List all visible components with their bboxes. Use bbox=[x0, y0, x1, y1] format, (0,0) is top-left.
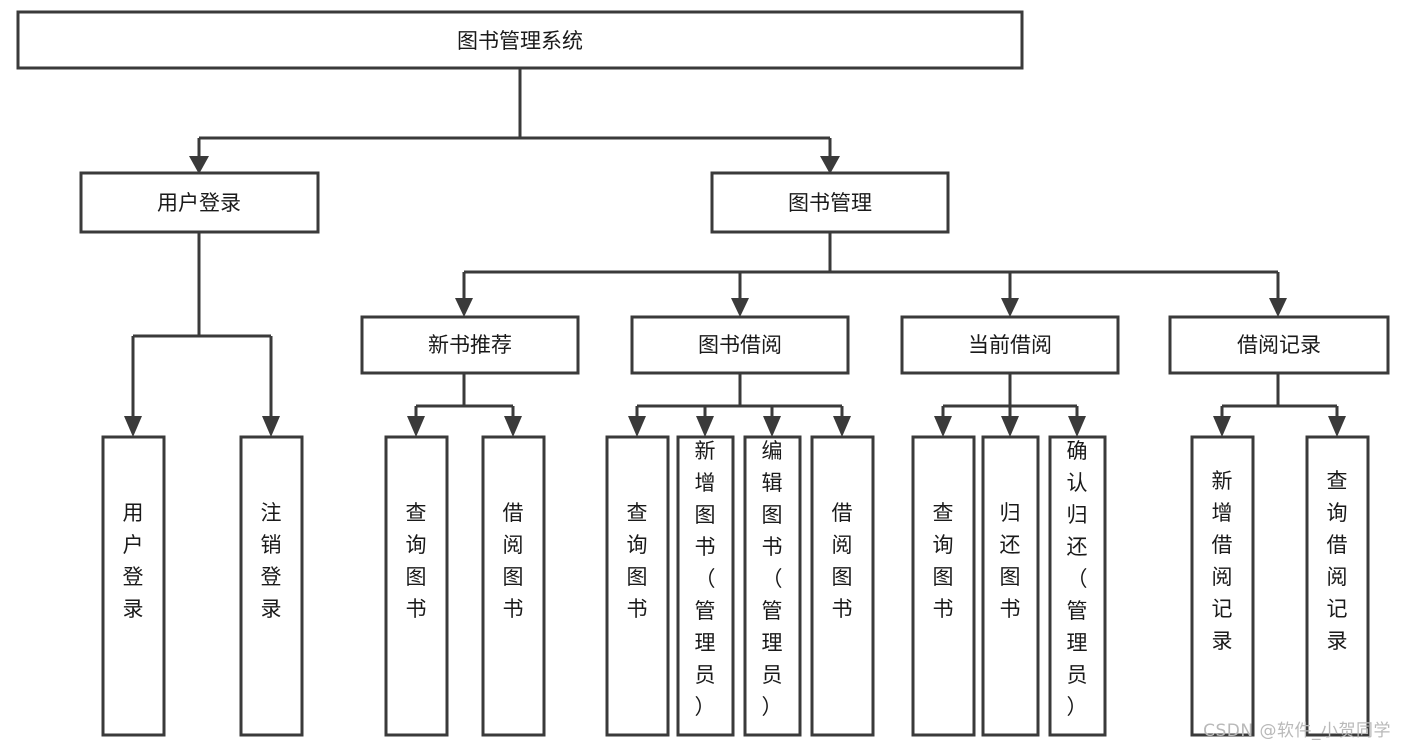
node-bookmgmt-box[interactable] bbox=[710, 171, 950, 234]
node-borrow[interactable]: 图书借阅 bbox=[630, 315, 850, 375]
node-leaf-1[interactable]: 用户登录 bbox=[101, 435, 166, 737]
arrowhead-borrow bbox=[731, 298, 749, 317]
arrowhead-leaf-13 bbox=[1328, 416, 1346, 437]
node-leaf-2-box[interactable] bbox=[239, 435, 304, 737]
node-leaf-9[interactable]: 查询图书 bbox=[911, 435, 976, 737]
node-leaf-3-label: 查询图书 bbox=[406, 501, 427, 621]
node-leaf-6[interactable]: 新增图书（管理员） bbox=[676, 435, 735, 737]
arrowhead-record bbox=[1269, 298, 1287, 317]
node-leaf-7-label: 编辑图书（管理员） bbox=[762, 439, 783, 719]
node-leaf-7-box[interactable] bbox=[743, 435, 802, 737]
arrowhead-login bbox=[189, 156, 209, 174]
node-leaf-4-box[interactable] bbox=[481, 435, 546, 737]
node-leaf-13-box[interactable] bbox=[1305, 435, 1370, 737]
arrowhead-leaf-3 bbox=[407, 416, 425, 437]
node-leaf-13-label: 查询借阅记录 bbox=[1327, 469, 1348, 653]
node-leaf-11-label: 确认归还（管理员） bbox=[1067, 439, 1088, 719]
node-login-box[interactable] bbox=[79, 171, 320, 234]
node-root[interactable]: 图书管理系统 bbox=[16, 10, 1024, 70]
arrowhead-leaf-1 bbox=[124, 416, 142, 437]
node-root-label: 图书管理系统 bbox=[457, 29, 583, 53]
arrowhead-leaf-10 bbox=[1001, 416, 1019, 437]
arrowhead-current bbox=[1001, 298, 1019, 317]
node-leaf-4-label: 借阅图书 bbox=[503, 501, 524, 621]
node-leaf-2[interactable]: 注销登录 bbox=[239, 435, 304, 737]
node-current-label: 当前借阅 bbox=[968, 333, 1052, 357]
node-leaf-8[interactable]: 借阅图书 bbox=[810, 435, 875, 737]
node-leaf-1-box[interactable] bbox=[101, 435, 166, 737]
node-newbook-box[interactable] bbox=[360, 315, 580, 375]
node-leaf-11-box[interactable] bbox=[1048, 435, 1107, 737]
node-leaf-4[interactable]: 借阅图书 bbox=[481, 435, 546, 737]
node-leaf-10[interactable]: 归还图书 bbox=[981, 435, 1040, 737]
node-leaf-5-label: 查询图书 bbox=[627, 501, 648, 621]
node-leaf-12-box[interactable] bbox=[1190, 435, 1255, 737]
arrowhead-leaf-4 bbox=[504, 416, 522, 437]
arrowhead-leaf-9 bbox=[934, 416, 952, 437]
arrowhead-leaf-2 bbox=[262, 416, 280, 437]
arrowhead-leaf-6 bbox=[696, 416, 714, 437]
node-record-box[interactable] bbox=[1168, 315, 1390, 375]
arrowhead-leaf-11 bbox=[1068, 416, 1086, 437]
node-borrow-label: 图书借阅 bbox=[698, 333, 782, 357]
node-leaf-9-label: 查询图书 bbox=[933, 501, 954, 621]
arrowhead-bookmgmt bbox=[820, 156, 840, 174]
node-login-label: 用户登录 bbox=[157, 191, 241, 215]
connector-layer bbox=[124, 68, 1346, 437]
node-bookmgmt[interactable]: 图书管理 bbox=[710, 171, 950, 234]
node-login[interactable]: 用户登录 bbox=[79, 171, 320, 234]
node-leaf-8-label: 借阅图书 bbox=[832, 501, 853, 621]
node-leaf-3-box[interactable] bbox=[384, 435, 449, 737]
node-leaf-2-label: 注销登录 bbox=[261, 501, 282, 621]
node-leaf-11[interactable]: 确认归还（管理员） bbox=[1048, 435, 1107, 737]
node-leaf-12[interactable]: 新增借阅记录 bbox=[1190, 435, 1255, 737]
node-newbook-label: 新书推荐 bbox=[428, 333, 512, 357]
node-leaf-10-label: 归还图书 bbox=[1000, 501, 1021, 621]
node-leaf-3[interactable]: 查询图书 bbox=[384, 435, 449, 737]
node-borrow-box[interactable] bbox=[630, 315, 850, 375]
node-record[interactable]: 借阅记录 bbox=[1168, 315, 1390, 375]
arrowhead-leaf-8 bbox=[833, 416, 851, 437]
node-leaf-9-box[interactable] bbox=[911, 435, 976, 737]
node-leaf-5[interactable]: 查询图书 bbox=[605, 435, 670, 737]
arrowhead-leaf-7 bbox=[763, 416, 781, 437]
node-leaf-13[interactable]: 查询借阅记录 bbox=[1305, 435, 1370, 737]
node-bookmgmt-label: 图书管理 bbox=[788, 191, 872, 215]
node-leaf-1-label: 用户登录 bbox=[123, 501, 144, 621]
node-root-box[interactable] bbox=[16, 10, 1024, 70]
node-leaf-8-box[interactable] bbox=[810, 435, 875, 737]
arrowhead-leaf-12 bbox=[1213, 416, 1231, 437]
node-newbook[interactable]: 新书推荐 bbox=[360, 315, 580, 375]
node-leaf-6-label: 新增图书（管理员） bbox=[695, 439, 716, 719]
node-record-label: 借阅记录 bbox=[1237, 333, 1321, 357]
node-current[interactable]: 当前借阅 bbox=[900, 315, 1120, 375]
node-current-box[interactable] bbox=[900, 315, 1120, 375]
node-leaf-5-box[interactable] bbox=[605, 435, 670, 737]
arrowhead-newbook bbox=[455, 298, 473, 317]
node-leaf-6-box[interactable] bbox=[676, 435, 735, 737]
arrowhead-leaf-5 bbox=[628, 416, 646, 437]
node-leaf-12-label: 新增借阅记录 bbox=[1212, 469, 1233, 653]
node-leaf-7[interactable]: 编辑图书（管理员） bbox=[743, 435, 802, 737]
node-leaf-10-box[interactable] bbox=[981, 435, 1040, 737]
